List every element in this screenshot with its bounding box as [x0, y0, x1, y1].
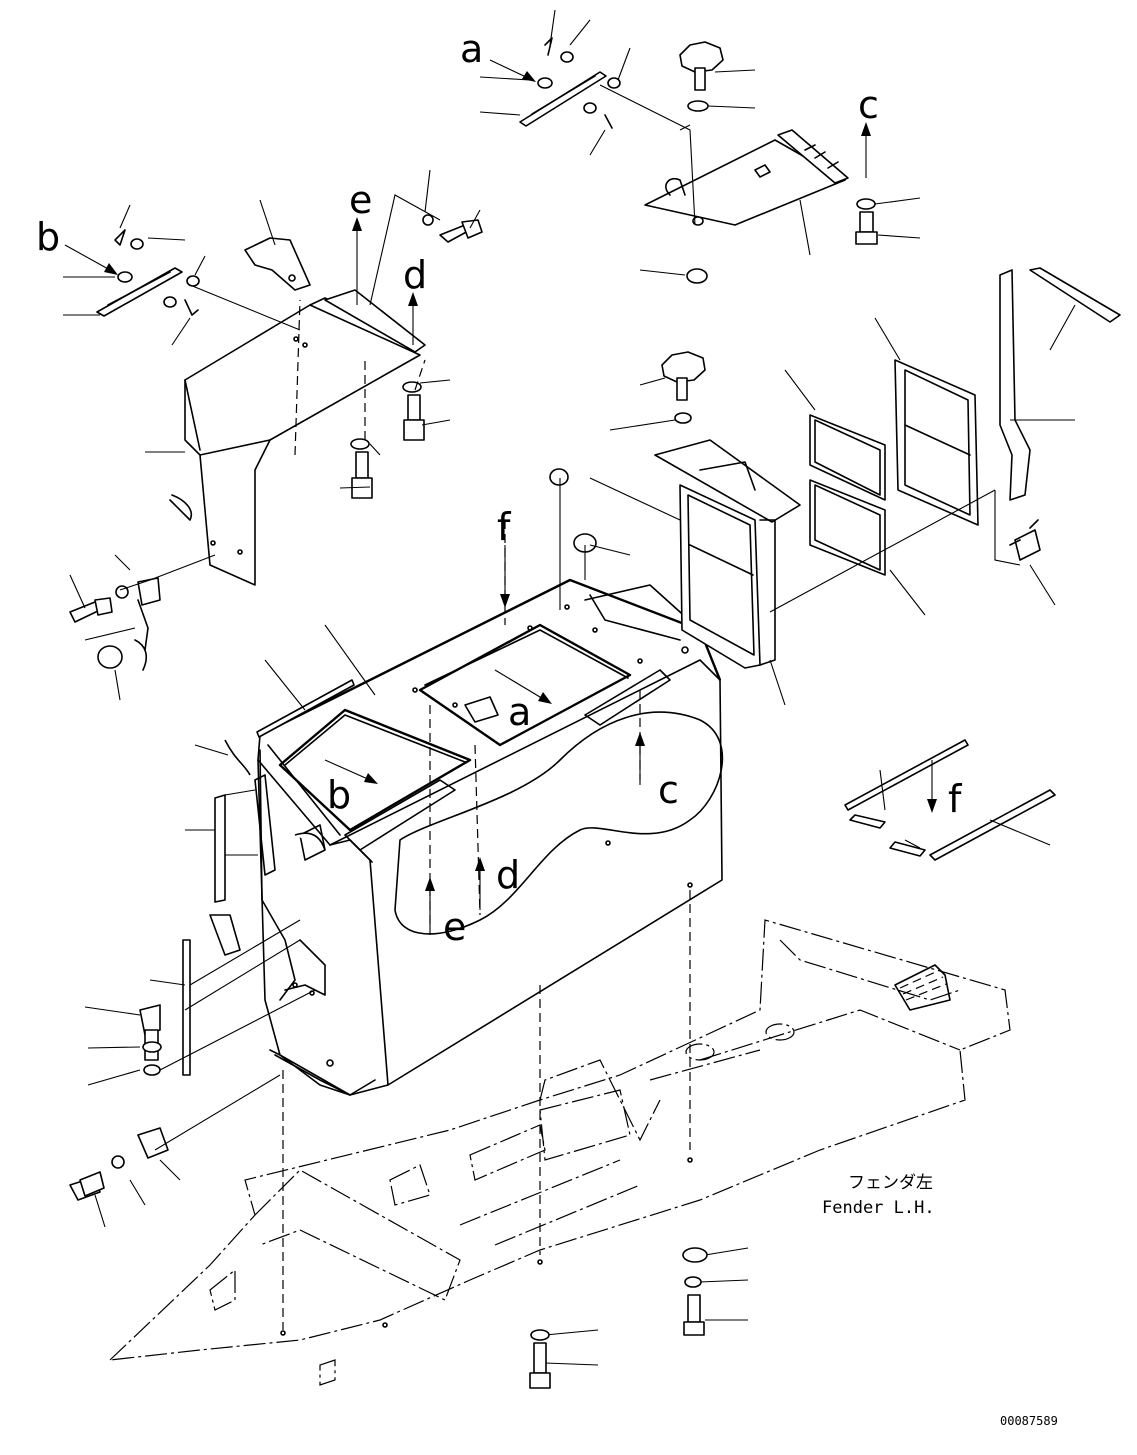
toolbox-main-body — [257, 578, 724, 1096]
callout-c-center: c — [658, 768, 679, 812]
arrow-d-center — [475, 857, 485, 910]
arrow-f-top — [500, 545, 510, 608]
star-knob-lower — [661, 351, 706, 401]
fasteners-center — [69, 214, 483, 1201]
callout-f-top: f — [497, 505, 512, 549]
star-knob-upper — [679, 41, 724, 91]
arrow-f-right — [927, 760, 937, 813]
arrow-c-top — [861, 122, 871, 178]
stay-top-middle — [519, 37, 621, 129]
callout-b-center: b — [327, 773, 351, 817]
caption-japanese: フェンダ左 — [848, 1173, 933, 1193]
caption-english: Fender L.H. — [822, 1198, 935, 1218]
callout-e-top: e — [349, 178, 372, 222]
seal-strips-left — [182, 679, 355, 1076]
callout-letters: a b c e d f a b c d e f — [36, 27, 963, 949]
arrow-a-top — [489, 59, 536, 82]
filter-and-panels-right — [549, 267, 1121, 861]
arrow-e-top — [352, 217, 362, 305]
leader-lines — [63, 9, 1076, 1366]
arrow-c-center — [635, 732, 645, 785]
arrow-b-center — [324, 759, 378, 784]
cover-right — [644, 41, 878, 284]
callout-a-top: a — [460, 27, 483, 71]
callout-d-center: d — [496, 853, 520, 897]
arrow-e-center — [425, 877, 435, 935]
fender-caption: フェンダ左 Fender L.H. — [822, 1173, 935, 1218]
arrow-b-left — [64, 244, 118, 275]
callout-d-top: d — [403, 253, 427, 297]
callout-e-center: e — [443, 905, 466, 949]
direction-arrows — [64, 59, 937, 935]
fasteners-bottom — [529, 1247, 708, 1389]
arrow-a-center — [494, 669, 552, 704]
callout-b-left: b — [36, 215, 60, 259]
callout-f-right: f — [948, 777, 963, 821]
drawing-number: 00087589 — [1000, 1414, 1058, 1428]
callout-c-top: c — [858, 83, 879, 127]
cover-left — [96, 229, 426, 586]
fender-grille — [894, 964, 951, 1011]
arrow-d-top — [408, 292, 418, 345]
fender-frame-outline — [108, 919, 1011, 1386]
callout-a-center: a — [508, 690, 531, 734]
